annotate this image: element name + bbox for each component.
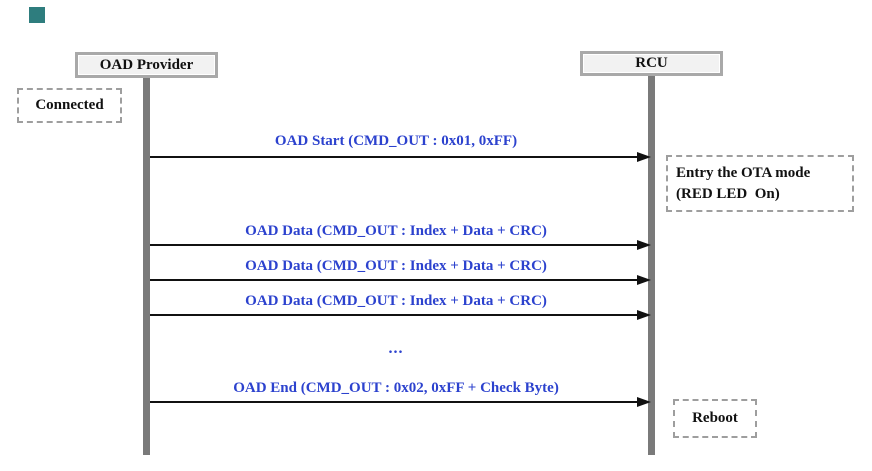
message-label-oad-data-3: OAD Data (CMD_OUT : Index + Data + CRC): [245, 293, 547, 309]
note-reboot: Reboot: [673, 399, 757, 438]
arrowhead-icon: [637, 240, 651, 250]
message-label-oad-start: OAD Start (CMD_OUT : 0x01, 0xFF): [274, 133, 518, 149]
note-entry-ota-mode: Entry the OTA mode (RED LED On): [666, 155, 854, 212]
continuation-ellipsis: ...: [388, 340, 404, 357]
arrowhead-icon: [637, 310, 651, 320]
note-entry-ota-line2: (RED LED On): [676, 185, 780, 202]
lifeline-oad-provider: [143, 78, 150, 455]
note-reboot-label: Reboot: [692, 410, 738, 426]
note-connected: Connected: [17, 88, 122, 123]
actor-oad-provider-label: OAD Provider: [99, 56, 194, 73]
lifeline-rcu: [648, 76, 655, 455]
note-entry-ota-line1: Entry the OTA mode: [676, 164, 811, 181]
message-arrow-oad-data-2: [150, 279, 642, 281]
actor-rcu: RCU: [580, 51, 723, 76]
note-connected-label: Connected: [35, 97, 104, 113]
actor-oad-provider: OAD Provider: [75, 52, 218, 78]
message-arrow-oad-end: [150, 401, 642, 403]
message-arrow-oad-data-1: [150, 244, 642, 246]
message-label-oad-data-2: OAD Data (CMD_OUT : Index + Data + CRC): [245, 258, 547, 274]
message-label-oad-data-1: OAD Data (CMD_OUT : Index + Data + CRC): [245, 223, 547, 239]
teal-bullet-marker: [29, 7, 45, 23]
message-arrow-oad-start: [150, 156, 642, 158]
arrowhead-icon: [637, 397, 651, 407]
arrowhead-icon: [637, 275, 651, 285]
arrowhead-icon: [637, 152, 651, 162]
message-arrow-oad-data-3: [150, 314, 642, 316]
message-label-oad-end: OAD End (CMD_OUT : 0x02, 0xFF + Check By…: [233, 380, 559, 396]
actor-rcu-label: RCU: [635, 55, 668, 71]
